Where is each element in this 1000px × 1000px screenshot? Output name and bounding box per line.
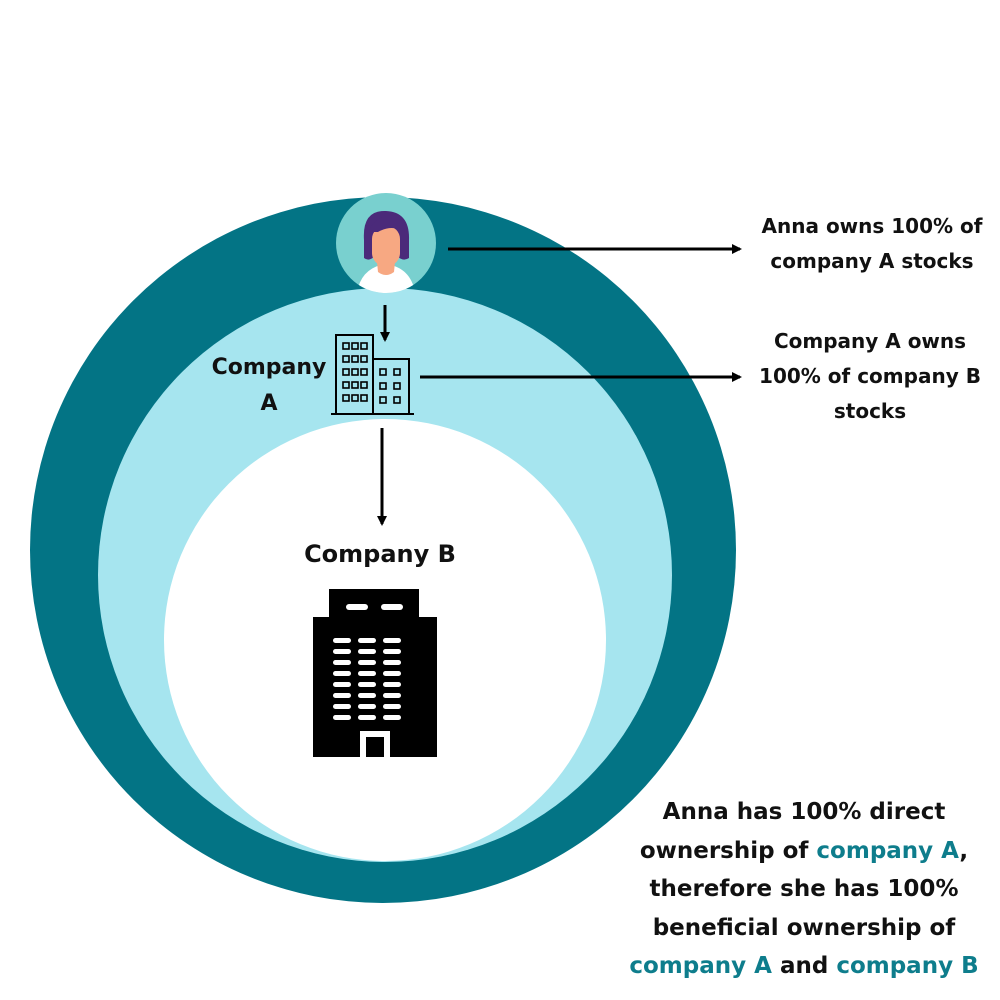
skyscraper-window	[383, 638, 401, 643]
skyscraper-window	[333, 660, 351, 665]
skyscraper-window	[333, 649, 351, 654]
conclusion-line-5: company A and company B	[618, 947, 990, 986]
owner-line-2: company A stocks	[770, 249, 974, 273]
skyscraper-window	[333, 682, 351, 687]
conclusion-line-1: Anna has 100% direct	[662, 799, 946, 825]
skyscraper-window	[358, 704, 376, 709]
person-avatar-icon	[336, 193, 436, 293]
skyscraper-window	[358, 693, 376, 698]
skyscraper-window	[358, 649, 376, 654]
skyscraper-window	[333, 638, 351, 643]
skyscraper-window	[383, 704, 401, 709]
company-a-ownership-label: Company A owns 100% of company B stocks	[745, 324, 995, 429]
skyscraper-window	[383, 693, 401, 698]
skyscraper-window	[383, 671, 401, 676]
conclusion-line-2-post: ,	[959, 837, 969, 864]
conclusion-company-a-highlight-2: company A	[629, 953, 772, 979]
conclusion-line-5-mid: and	[771, 953, 837, 979]
skyscraper-window	[333, 693, 351, 698]
skyscraper-window	[358, 638, 376, 643]
skyscraper-icon	[313, 589, 437, 757]
skyscraper-window	[333, 671, 351, 676]
conclusion-line-3: therefore she has 100%	[649, 876, 959, 902]
skyscraper-window	[383, 715, 401, 720]
skyscraper-window	[358, 715, 376, 720]
conclusion-company-a-highlight: company A	[816, 837, 960, 864]
skyscraper-window	[358, 671, 376, 676]
skyscraper-window	[383, 649, 401, 654]
company-a-label-line-1: Company	[211, 355, 327, 380]
conclusion-text: Anna has 100% direct ownership of compan…	[618, 793, 990, 986]
company-a-owns-line-2: 100% of company B	[759, 364, 981, 388]
company-a-label-line-2: A	[260, 391, 278, 416]
conclusion-line-2-pre: ownership of	[639, 837, 817, 864]
skyscraper-window	[333, 715, 351, 720]
skyscraper-window	[383, 660, 401, 665]
anna-ownership-label: Anna owns 100% of company A stocks	[752, 209, 992, 279]
company-a-owns-line-3: stocks	[833, 399, 907, 423]
owner-line-1: Anna owns 100% of	[761, 214, 983, 238]
skyscraper-window	[358, 682, 376, 687]
office-buildings-icon	[331, 334, 414, 415]
conclusion-company-b-highlight: company B	[836, 953, 979, 979]
company-a-label: Company A	[205, 350, 333, 422]
conclusion-line-2: ownership of company A,	[618, 832, 990, 871]
company-b-label: Company B	[290, 537, 470, 572]
company-a-owns-line-1: Company A owns	[773, 329, 967, 353]
skyscraper-window	[358, 660, 376, 665]
skyscraper-window	[333, 704, 351, 709]
conclusion-line-4: beneficial ownership of	[652, 914, 956, 941]
company-b-label-text: Company B	[304, 540, 456, 568]
skyscraper-window	[383, 682, 401, 687]
